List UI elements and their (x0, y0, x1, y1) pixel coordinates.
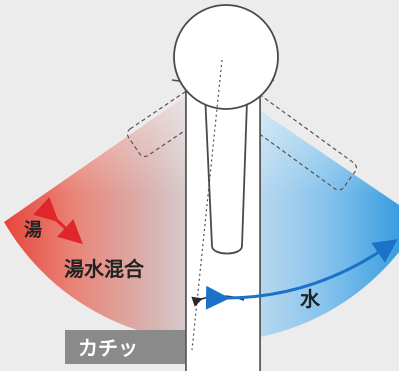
hot-label: 湯 (24, 220, 42, 241)
click-tag: カチッ (65, 330, 185, 364)
click-label: カチッ (78, 336, 138, 360)
mixed-label: 湯水混合 (64, 257, 145, 281)
cold-direction-arrow (205, 239, 398, 310)
center-axis-line (191, 59, 223, 351)
click-tag-bg (65, 330, 185, 364)
lever-knob (173, 4, 279, 110)
lever-outline-cold (220, 80, 357, 191)
hot-direction-arrow (33, 197, 83, 245)
cold-label: 水 (300, 287, 321, 311)
